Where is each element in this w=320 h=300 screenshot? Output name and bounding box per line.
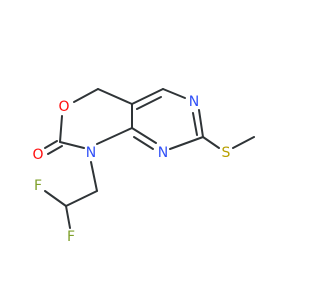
bond-c2-o-carbonyl-1 (44, 140, 58, 149)
atom-sulfur: S (222, 145, 231, 161)
bond-c4a-c4-inner (136, 96, 162, 110)
atom-labels: O O N N N S F F (32, 94, 230, 245)
atom-n-bottom: N (158, 145, 168, 161)
bond-c4a-c4 (131, 88, 164, 105)
atom-n-top: N (189, 94, 199, 110)
molecule-structure: O O N N N S F F (32, 88, 255, 245)
bond-n1-c8a (96, 127, 133, 145)
bond-ch2-chf2 (65, 190, 98, 207)
bond-c2-o-carbonyl-2 (47, 145, 63, 155)
atom-ring-oxygen: O (58, 99, 69, 115)
atom-fluorine-bottom: F (67, 229, 75, 245)
bond-c2p-n1p (169, 136, 204, 150)
bond-c5-o (73, 88, 99, 103)
bond-n1p-c8a (131, 127, 157, 144)
bond-chf2-f-bottom (65, 205, 71, 229)
bond-n3-c2p-inner (192, 112, 198, 136)
bond-n1p-c8a-inner (133, 136, 154, 150)
bond-c2p-s (202, 136, 220, 149)
bond-n1-ch2 (90, 161, 98, 192)
bond-o-c2 (59, 115, 63, 143)
bond-c4-n3 (162, 88, 186, 99)
atom-fluorine-top: F (34, 178, 42, 194)
bond-c2-n1 (59, 141, 85, 149)
atom-carbonyl-oxygen: O (32, 147, 43, 163)
bonds (44, 88, 255, 229)
bond-c5-c4a (97, 88, 133, 105)
bond-n3-c2p (198, 109, 204, 138)
bond-chf2-f-top (44, 190, 67, 207)
bond-s-ch3 (232, 136, 255, 149)
atom-n1: N (86, 145, 96, 161)
